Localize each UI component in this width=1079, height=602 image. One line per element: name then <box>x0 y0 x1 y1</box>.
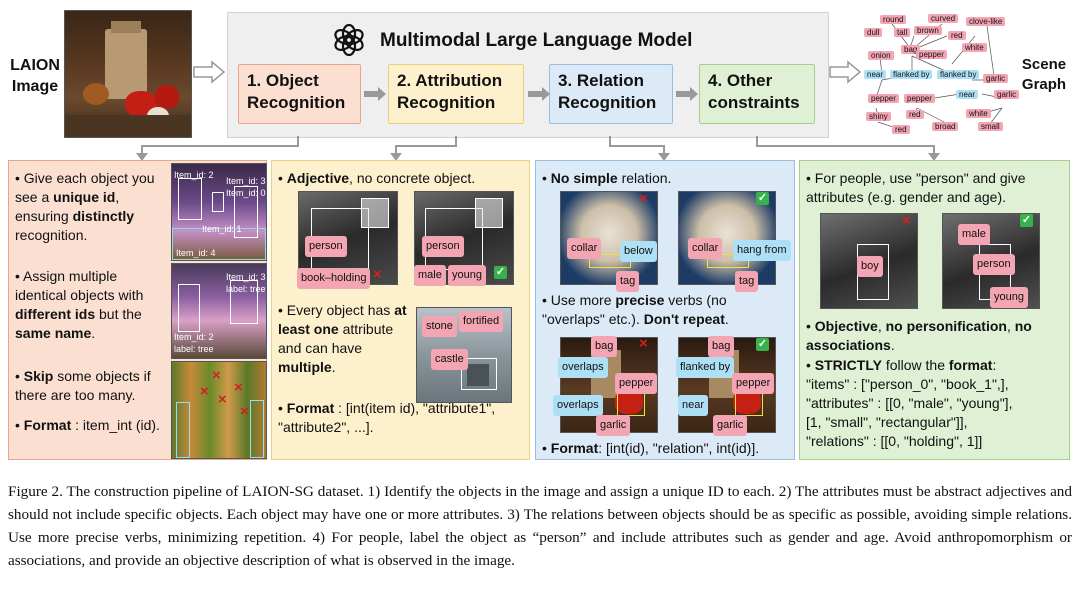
rule-format: • Format : item_int (id). <box>15 417 160 433</box>
sg-node: near <box>864 70 887 79</box>
tag: garlic <box>596 415 631 436</box>
sg-node: shiny <box>866 112 891 121</box>
sg-node: flanked by <box>937 70 980 79</box>
tag: overlaps <box>553 395 603 416</box>
tag: flanked by <box>676 357 735 378</box>
sg-node: bag <box>901 45 921 54</box>
laion-image <box>64 10 192 138</box>
sg-node: garlic <box>983 74 1009 83</box>
model-title: Multimodal Large Language Model <box>380 30 693 51</box>
sg-node: white <box>962 43 987 52</box>
rule-format: • Format : [int(item id), "attribute1", … <box>278 400 496 435</box>
tag: bag <box>708 336 735 357</box>
step-other-constraints: 4. Other constraints <box>699 64 815 124</box>
rule-multiple-ids: • Assign multiple identical objects with… <box>15 268 144 341</box>
tag: garlic <box>713 415 748 436</box>
tag: book–holding <box>297 268 371 289</box>
rule-adjective: • Adjective, no concrete object. <box>278 170 476 186</box>
sg-node: red <box>892 125 910 134</box>
step-attribution-recognition: 2. Attribution Recognition <box>388 64 524 124</box>
step-arrows <box>364 87 698 101</box>
tag: near <box>678 395 709 416</box>
sg-node: pepper <box>868 94 899 103</box>
sg-node: red <box>906 110 924 119</box>
sg-node: broad <box>932 122 959 131</box>
tag: young <box>448 265 486 286</box>
sg-node: tall <box>894 28 911 37</box>
rule-no-simple: • No simple relation. <box>542 170 672 186</box>
openai-logo-icon <box>334 23 364 57</box>
scene-graph: round curved clove-like dull tall brown … <box>862 12 1020 137</box>
sg-node: round <box>880 15 907 24</box>
rule-people: • For people, use "person" and give attr… <box>806 170 1026 205</box>
example-image-forest: × × × × × <box>171 361 267 459</box>
sg-node: dull <box>864 28 883 37</box>
rule-format: • Format: [int(id), "relation", int(id)]… <box>542 440 760 456</box>
sg-node: red <box>948 31 966 40</box>
sg-node: onion <box>868 51 894 60</box>
laion-image-label: LAION Image <box>10 57 60 95</box>
sg-node: clove-like <box>966 17 1006 26</box>
tag: overlaps <box>558 357 608 378</box>
panel-object-recognition: • Give each object you see a unique id, … <box>8 160 267 460</box>
rule-unique-id: • Give each object you see a unique id, … <box>15 170 155 243</box>
rule-precise-verbs: • Use more precise verbs (no "overlaps" … <box>542 292 729 327</box>
tag: below <box>620 241 657 262</box>
step-object-recognition: 1. Object Recognition <box>238 64 361 124</box>
sg-node: flanked by <box>890 70 933 79</box>
scene-graph-label: Scene Graph <box>1021 56 1067 93</box>
tag: boy <box>857 256 883 277</box>
sg-node: near <box>956 90 979 99</box>
step-relation-recognition: 3. Relation Recognition <box>549 64 673 124</box>
tag: tag <box>735 271 759 292</box>
sg-node: curved <box>928 14 959 23</box>
sg-node: pepper <box>904 94 935 103</box>
sg-node: small <box>978 122 1003 131</box>
tag: person <box>305 236 347 257</box>
tag: tag <box>616 271 640 292</box>
example-image-path-trees: Item_id: 2 Item_id: 3 Item_id: 0 Item_id… <box>171 163 267 261</box>
panel-relation-recognition: • No simple relation. × collar below tag… <box>535 160 795 460</box>
rule-strict-format: • STRICTLY follow the format: <box>806 357 997 373</box>
sg-node: brown <box>914 26 942 35</box>
tag: pepper <box>732 373 775 394</box>
arrow-right-icon <box>829 60 862 84</box>
tag: male <box>414 265 446 286</box>
panel-other-constraints: • For people, use "person" and give attr… <box>799 160 1070 460</box>
tag: male <box>958 224 990 245</box>
tag: person <box>973 254 1015 275</box>
example-image-tree-avenue: Item_id: 3 label: tree Item_id: 2 label:… <box>171 263 267 359</box>
sg-node: garlic <box>994 90 1020 99</box>
tag: pepper <box>615 373 658 394</box>
tag: castle <box>431 349 468 370</box>
panel-attribution-recognition: • Adjective, no concrete object. person … <box>271 160 530 460</box>
tag: hang from <box>733 240 791 261</box>
sg-node: pepper <box>916 50 947 59</box>
tag: stone <box>422 316 457 337</box>
tag: collar <box>567 238 602 259</box>
rule-at-least-one: • Every object has at least one attribut… <box>278 302 407 375</box>
tag: fortified <box>459 311 504 332</box>
rule-objective: • Objective, no personification, no asso… <box>806 318 1032 353</box>
tag: bag <box>591 336 618 357</box>
rule-skip: • Skip some objects if there are too man… <box>15 368 151 403</box>
arrow-right-icon <box>193 60 226 84</box>
tag: collar <box>688 238 723 259</box>
figure-caption: Figure 2. The construction pipeline of L… <box>8 483 1072 569</box>
tag: person <box>422 236 464 257</box>
tag: young <box>990 287 1028 308</box>
sg-node: white <box>966 109 991 118</box>
panel-connectors <box>136 136 940 161</box>
format-example: "items" : ["person_0", "book_1",], "attr… <box>806 376 1013 449</box>
